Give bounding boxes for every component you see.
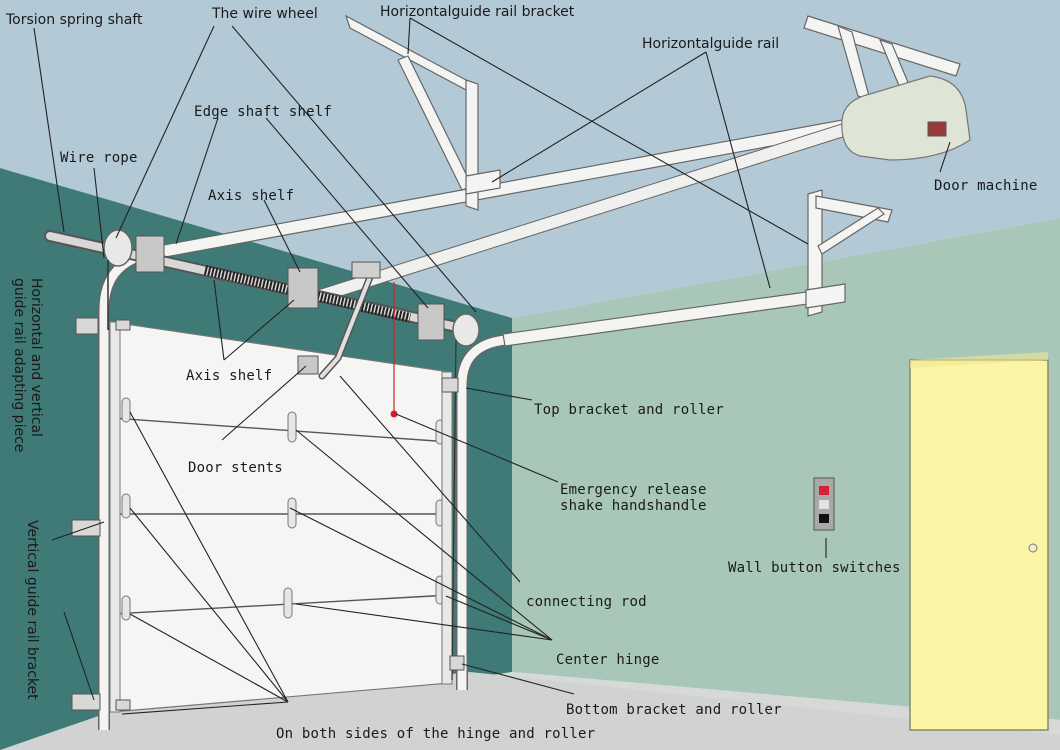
door-machine-bracket (803, 15, 961, 101)
label-adapting-piece: Horizontal and vertical guide rail adapt… (10, 278, 44, 452)
edge-shaft-shelf-right (417, 303, 445, 341)
label-door-machine: Door machine (934, 178, 1038, 194)
label-connecting-rod: connecting rod (526, 594, 647, 610)
door-left-strip (109, 321, 121, 713)
label-emergency-release-line1: Emergency release (560, 482, 707, 498)
door-section-seam (111, 594, 451, 615)
label-top-bracket-and-roller: Top bracket and roller (534, 402, 724, 418)
wall-button-gray (819, 500, 829, 509)
connecting-rod-highlight (320, 270, 374, 378)
door-machine (841, 75, 971, 161)
garage-door-panel (111, 321, 451, 713)
label-emergency-release-line2: shake handshandle (560, 498, 707, 514)
person-door (909, 359, 1049, 731)
label-edge-shaft-shelf: Edge shaft shelf (194, 104, 333, 120)
label-horizontal-guide-rail-bracket: Horizontalguide rail bracket (380, 4, 575, 20)
door-stent-bracket (297, 355, 319, 375)
label-axis-shelf-bottom: Axis shelf (186, 368, 273, 384)
wire-rope-right (451, 339, 457, 681)
label-horizontal-guide-rail: Horizontalguide rail (642, 36, 780, 52)
door-machine-light-icon (927, 121, 947, 137)
label-center-hinge: Center hinge (556, 652, 660, 668)
label-door-stents: Door stents (188, 460, 283, 476)
label-wire-wheel: The wire wheel (212, 6, 318, 22)
label-bottom-bracket-and-roller: Bottom bracket and roller (566, 702, 782, 718)
left-roller-icon (115, 319, 131, 331)
vertical-rail-bracket-bottom-icon (71, 693, 101, 711)
wire-wheel-right (452, 313, 480, 347)
top-bracket-roller-icon (441, 377, 459, 393)
edge-shaft-shelf-left (135, 235, 165, 273)
person-door-edge (910, 352, 1048, 368)
label-axis-shelf-top: Axis shelf (208, 188, 295, 204)
wall-button-black (819, 514, 829, 523)
trolley (351, 261, 381, 279)
wall-button-red (819, 486, 829, 495)
label-adapting-piece-line1: Horizontal and vertical (28, 278, 44, 437)
label-vertical-guide-rail-bracket: Vertical guide rail bracket (24, 520, 40, 700)
label-wire-rope: Wire rope (60, 150, 138, 166)
wire-wheel-left (103, 229, 133, 267)
label-torsion-spring-shaft: Torsion spring shaft (6, 12, 143, 28)
door-right-strip (441, 371, 453, 685)
horizontal-guide-rail-bracket-right (805, 189, 893, 317)
right-vertical-guide-rail-inner (457, 335, 506, 690)
label-wall-button-switches: Wall button switches (728, 560, 901, 576)
door-knob-icon (1028, 543, 1038, 553)
label-adapting-piece-line2: guide rail adapting piece (11, 278, 27, 453)
left-bottom-roller-icon (115, 699, 131, 711)
label-hinge-and-roller-both-sides: On both sides of the hinge and roller (276, 726, 596, 742)
leader-lines (33, 17, 951, 715)
emergency-release-handle-icon (390, 410, 398, 418)
door-opening-floor (0, 672, 1060, 750)
adapting-piece-icon (75, 317, 99, 335)
bottom-bracket-roller-icon (449, 655, 465, 671)
